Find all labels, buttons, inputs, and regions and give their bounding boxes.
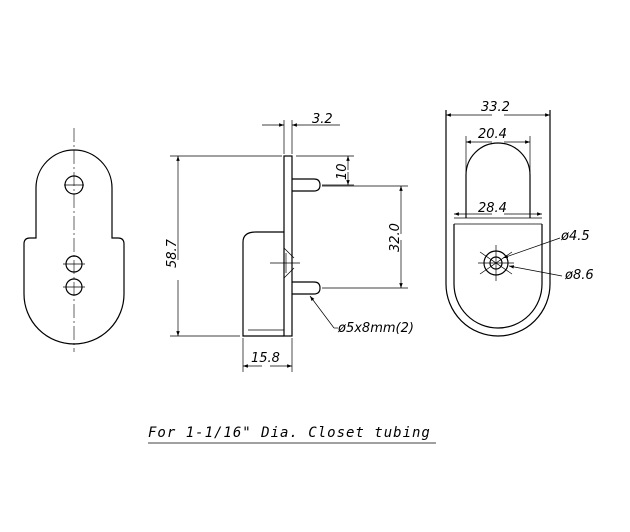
dim-thickness: 3.2 (312, 112, 333, 127)
dim-hole-large: ø8.6 (564, 268, 594, 283)
top-view-arch (465, 142, 531, 218)
dim-top-offset: 10 (335, 163, 350, 180)
dim-outer-width: 33.2 (481, 100, 510, 115)
dim-base-depth: 15.8 (251, 351, 280, 366)
side-view-plate (283, 155, 293, 337)
dim-pin-spacing: 32.0 (388, 223, 403, 252)
pin-upper (292, 178, 321, 192)
top-view-inner (453, 224, 543, 329)
top-view: 33.2 20.4 28.4 ø4.5 ø8.6 (445, 100, 594, 337)
dim-inner-width: 28.4 (478, 201, 507, 216)
dim-overall-height: 58.7 (165, 238, 180, 268)
front-view-outline (23, 149, 125, 345)
front-view (23, 128, 125, 352)
dim-inner-width-top: 20.4 (478, 127, 507, 142)
side-view: 3.2 58.7 10 32.0 15.8 ø5x8mm(2) (165, 112, 414, 372)
side-view-base (242, 231, 284, 337)
caption: For 1-1/16" Dia. Closet tubing (148, 425, 436, 444)
top-view-outer (445, 110, 551, 337)
caption-text: For 1-1/16" Dia. Closet tubing (148, 425, 431, 441)
pin-lower (292, 281, 321, 295)
pin-callout: ø5x8mm(2) (337, 321, 414, 336)
dim-hole-small: ø4.5 (560, 229, 590, 244)
